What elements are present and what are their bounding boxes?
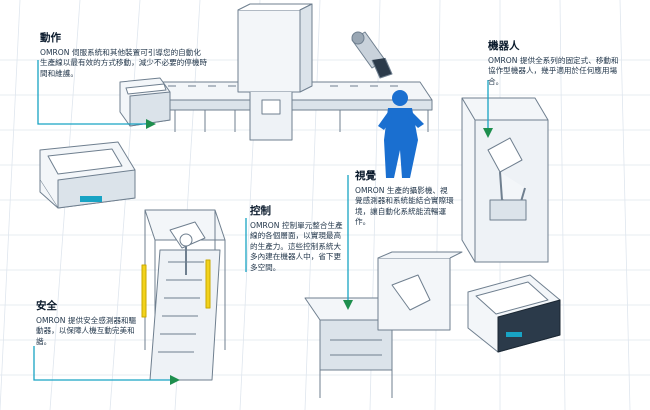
safety-light-curtains [141, 259, 211, 318]
callout-motion: 動作 OMRON 伺服系統和其他裝置可引導您的自動化生產線以最有效的方式移動，減… [40, 30, 208, 79]
callout-robot-title: 機器人 [488, 40, 520, 52]
pointer-arrows [146, 119, 493, 385]
callout-vision: 視覺 OMRON 生產的攝影機、視覺感測器和系統能結合實際環境，讓自動化系統能流… [355, 168, 455, 228]
agv-top-left [119, 77, 171, 127]
callout-safety-title: 安全 [36, 300, 57, 312]
callout-control: 控制 OMRON 控制單元整合生產線的各個層面，以實現最高的生產力。這些控制系統… [250, 203, 346, 273]
robot-arm-top [351, 31, 393, 79]
robot-workcell-left [144, 209, 226, 381]
inspection-tower [237, 3, 313, 141]
arrow-safety-icon [170, 375, 180, 385]
leader-motion [37, 60, 146, 125]
equipment-lines [39, 3, 561, 398]
callout-motion-body: OMRON 伺服系統和其他裝置可引導您的自動化生產線以最有效的方式移動，減少不必… [40, 48, 208, 78]
callout-control-title: 控制 [250, 205, 271, 217]
callout-safety: 安全 OMRON 提供安全感測器和驅動器，以保障人機互動完美和諧。 [36, 298, 140, 347]
callout-robot: 機器人 OMRON 提供全系列的固定式、移動和協作型機器人，幾乎適用於任何應用場… [488, 38, 623, 87]
callout-safety-body: OMRON 提供安全感測器和驅動器，以保障人機互動完美和諧。 [36, 316, 137, 346]
arrow-motion-icon [146, 119, 156, 129]
callout-motion-title: 動作 [40, 32, 61, 44]
callout-control-body: OMRON 控制單元整合生產線的各個層面，以實現最高的生產力。這些控制系統大多內… [250, 221, 343, 272]
collab-robot-cell [461, 97, 549, 263]
arrow-vision-icon [343, 300, 353, 310]
callout-leaders [33, 60, 489, 381]
callout-vision-title: 視覺 [355, 170, 376, 182]
agv-right [467, 274, 561, 353]
worker-figure [378, 90, 424, 178]
vision-robot-cell [304, 251, 463, 398]
callout-robot-body: OMRON 提供全系列的固定式、移動和協作型機器人，幾乎適用於任何應用場合。 [488, 56, 619, 86]
leader-safety [33, 346, 170, 381]
callout-vision-body: OMRON 生產的攝影機、視覺感測器和系統能結合實際環境，讓自動化系統能流暢運作… [355, 186, 454, 227]
arrow-robot-icon [483, 128, 493, 138]
agv-large [39, 141, 136, 209]
